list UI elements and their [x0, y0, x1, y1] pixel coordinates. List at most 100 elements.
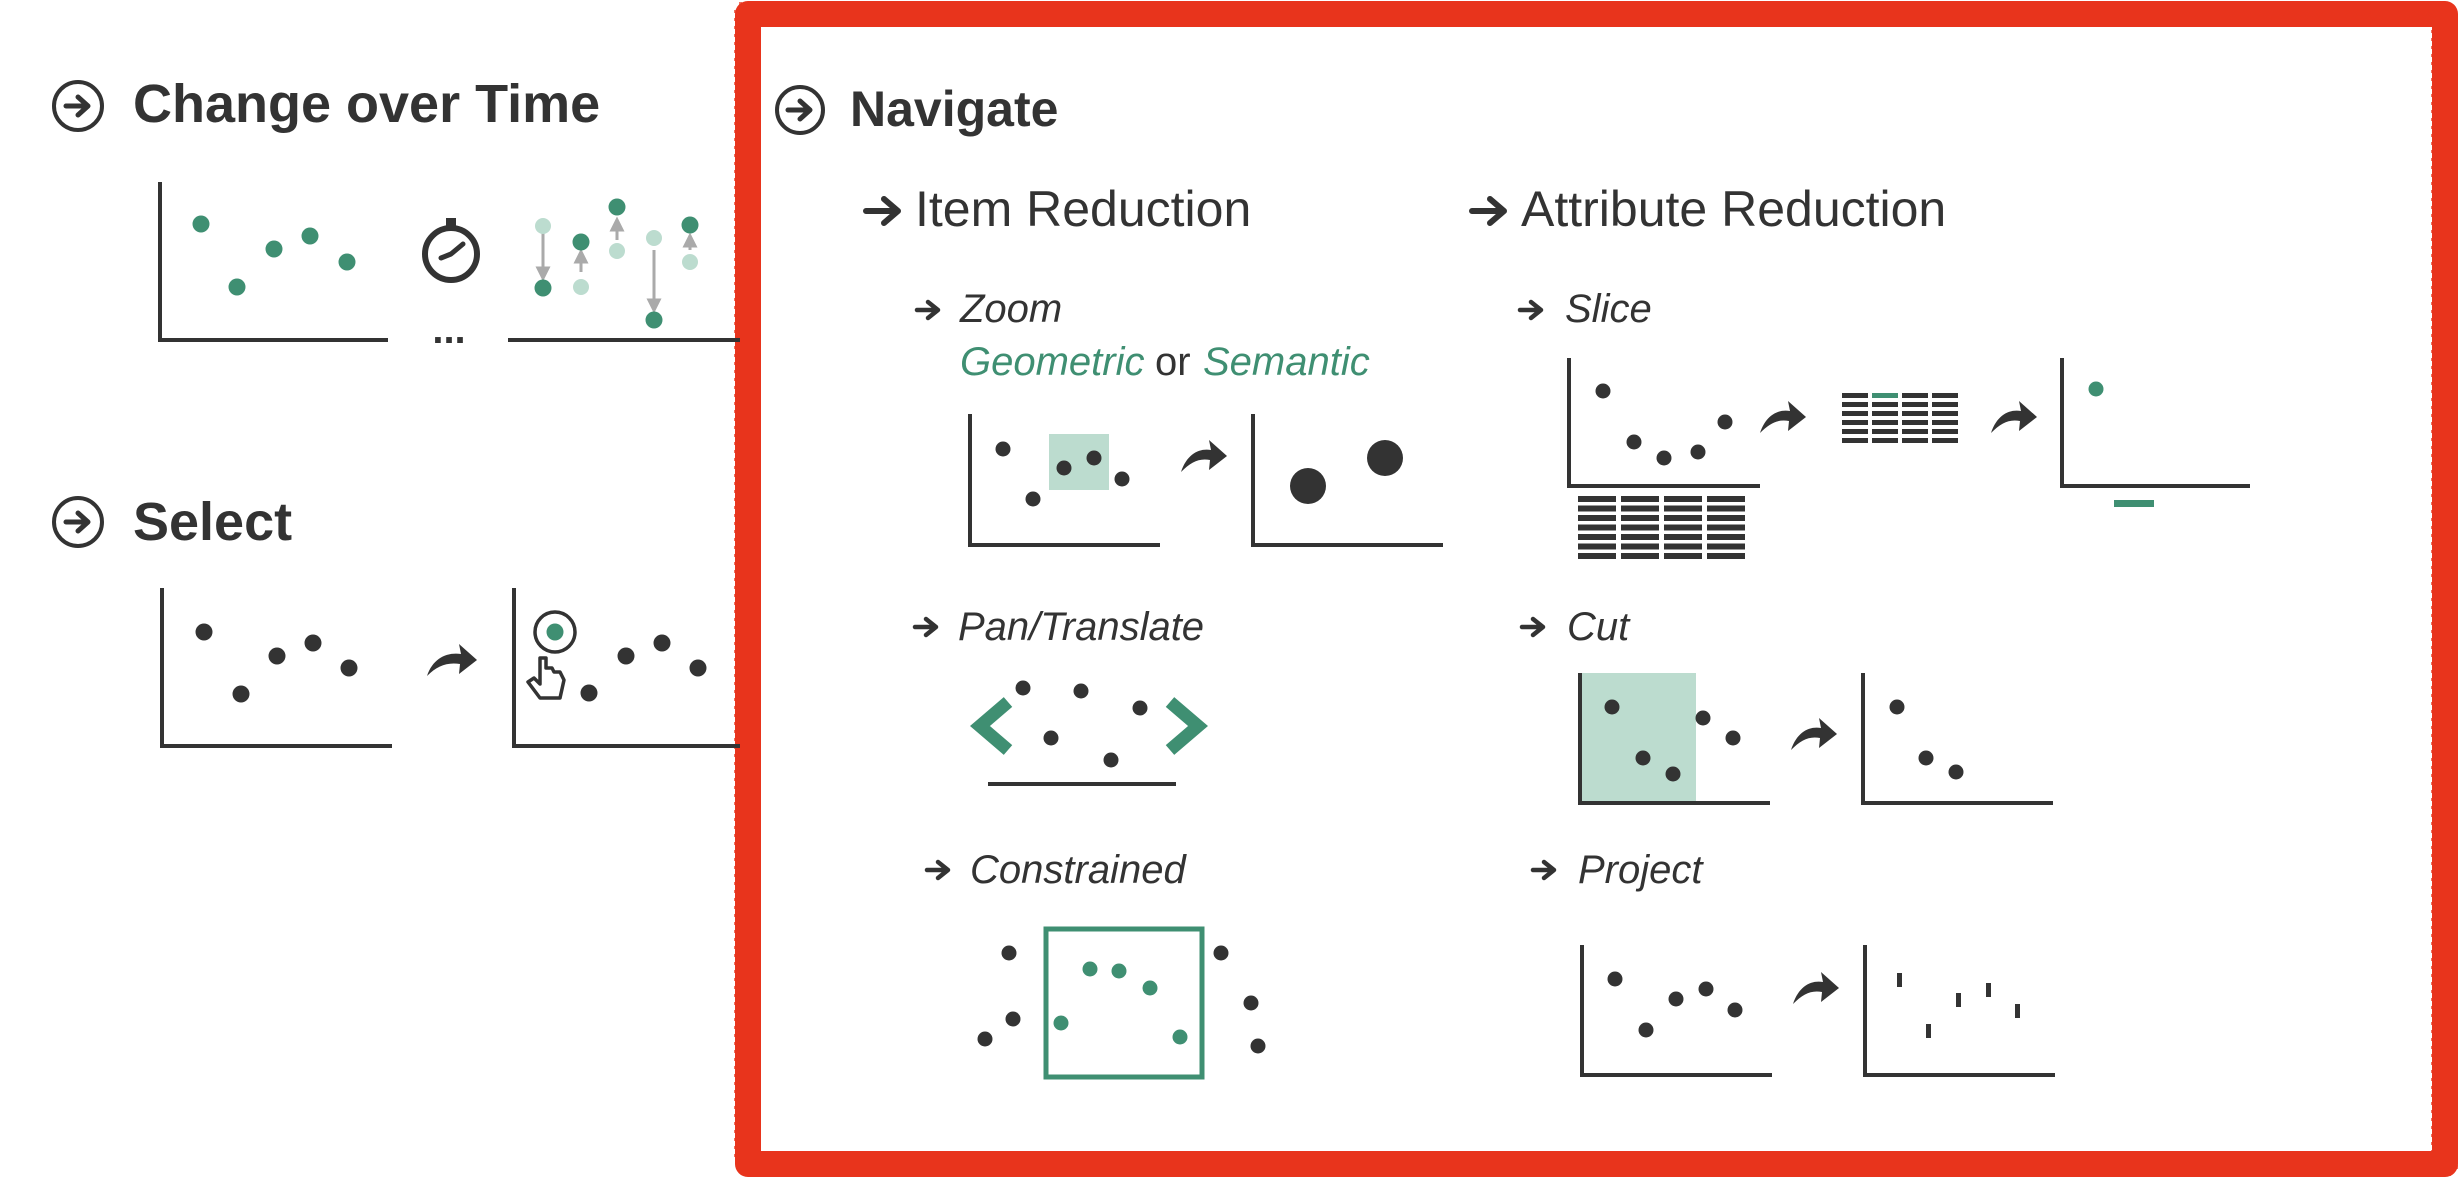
slice-cell: [1932, 411, 1958, 416]
slice-chart-before: [1567, 358, 1760, 488]
right-arrow-icon: [1517, 299, 1544, 321]
slice-cell: [1621, 543, 1659, 550]
navigate-highlight-border: [734, 1, 2458, 1177]
right-arrow-icon: [1530, 859, 1557, 881]
slice-cell: [1664, 496, 1702, 502]
slice-selected-cell: [1872, 393, 1898, 398]
slice-chart-after: [2060, 358, 2250, 507]
change-over-time-title: Change over Time: [133, 74, 600, 134]
slice-cell: [1664, 515, 1702, 521]
item-reduction-title: Item Reduction: [915, 181, 1251, 237]
zoom-or-label: or: [1155, 340, 1191, 384]
curved-arrow-icon: [1760, 401, 1806, 433]
change-chart-after: [508, 198, 740, 342]
right-arrow-icon: [1469, 196, 1507, 226]
slice-cell: [1842, 420, 1868, 425]
slice-cell: [1707, 543, 1745, 550]
select-chart-before: [160, 588, 392, 748]
slice-cell: [1872, 411, 1898, 416]
right-arrow-icon: [924, 859, 951, 881]
chevron-left-icon: [970, 697, 1013, 755]
curved-arrow-icon: [427, 644, 477, 676]
slice-cell: [1902, 402, 1928, 407]
slice-cell: [1621, 524, 1659, 531]
slice-cell: [1621, 515, 1659, 521]
slice-cell: [1902, 420, 1928, 425]
pointer-hand-icon: [526, 656, 566, 700]
slice-cell: [1664, 524, 1702, 531]
slice-cell: [1578, 515, 1616, 521]
section-select: Select: [52, 492, 740, 748]
slice-cell: [1578, 543, 1616, 550]
slice-cell: [1621, 505, 1659, 512]
slice-cell: [1578, 496, 1616, 502]
zoom-chart-before: [968, 414, 1160, 547]
cut-label: Cut: [1567, 605, 1631, 649]
right-arrow-icon: [1519, 616, 1546, 638]
section-navigate: Navigate Item Reduction Attribute Reduct…: [775, 81, 2250, 1080]
slice-cell: [1707, 496, 1745, 502]
slice-cell: [1902, 411, 1928, 416]
slice-cell: [1932, 402, 1958, 407]
constrained-label: Constrained: [970, 848, 1187, 892]
slice-cell: [1578, 553, 1616, 559]
slice-cell: [1621, 534, 1659, 540]
curved-arrow-icon: [1791, 718, 1837, 750]
change-ellipsis: ...: [432, 308, 465, 352]
slice-cell: [1872, 402, 1898, 407]
constrained-illustration: [977, 926, 1266, 1080]
change-chart-before: [158, 182, 388, 342]
slice-cell: [1664, 553, 1702, 559]
right-arrow-icon: [914, 299, 941, 321]
slice-cell: [1842, 438, 1868, 443]
zoom-semantic-label: Semantic: [1203, 340, 1370, 384]
select-title: Select: [133, 492, 292, 552]
project-label: Project: [1578, 848, 1704, 892]
project-chart-before: [1580, 945, 1772, 1077]
curved-arrow-icon: [1181, 440, 1227, 472]
slice-cell: [1842, 402, 1868, 407]
project-chart-after: [1863, 945, 2055, 1077]
slice-data-cube: [1578, 496, 1745, 559]
slice-cell: [1578, 505, 1616, 512]
zoom-geometric-label: Geometric: [960, 340, 1145, 384]
slice-cell: [1872, 420, 1898, 425]
slice-cell: [1932, 438, 1958, 443]
slice-cell: [1664, 505, 1702, 512]
slice-cell: [1842, 429, 1868, 434]
slice-cell: [1872, 438, 1898, 443]
slice-cell: [1621, 496, 1659, 502]
section-change-over-time: Change over Time ...: [52, 74, 740, 352]
slice-cell: [1902, 393, 1928, 398]
slice-cell: [1932, 429, 1958, 434]
stopwatch-icon: [422, 218, 480, 283]
slice-cell: [1707, 515, 1745, 521]
slice-cell: [1578, 534, 1616, 540]
slice-cell: [1664, 534, 1702, 540]
slice-cell: [1932, 393, 1958, 398]
zoom-label: Zoom: [959, 287, 1062, 331]
circle-arrow-icon: [52, 80, 104, 132]
pan-illustration: [970, 680, 1208, 786]
select-chart-after: [512, 588, 740, 748]
right-arrow-icon: [863, 196, 901, 226]
right-arrow-icon: [912, 616, 939, 638]
slice-cell: [1707, 553, 1745, 559]
slice-cell: [1664, 543, 1702, 550]
slice-cell: [1842, 393, 1868, 398]
curved-arrow-icon: [1793, 972, 1839, 1004]
curved-arrow-icon: [1991, 401, 2037, 433]
slice-data-cube-selected: [1842, 393, 1958, 443]
slice-cell: [1621, 553, 1659, 559]
slice-cell: [1932, 420, 1958, 425]
slice-cell: [1872, 429, 1898, 434]
zoom-chart-after: [1251, 414, 1443, 547]
cut-chart-after: [1861, 673, 2053, 805]
slice-cell: [1902, 429, 1928, 434]
attribute-reduction-title: Attribute Reduction: [1521, 181, 1946, 237]
circle-arrow-icon: [775, 85, 825, 135]
slice-cell: [1578, 524, 1616, 531]
circle-arrow-icon: [52, 496, 104, 548]
slice-cell: [1707, 524, 1745, 531]
